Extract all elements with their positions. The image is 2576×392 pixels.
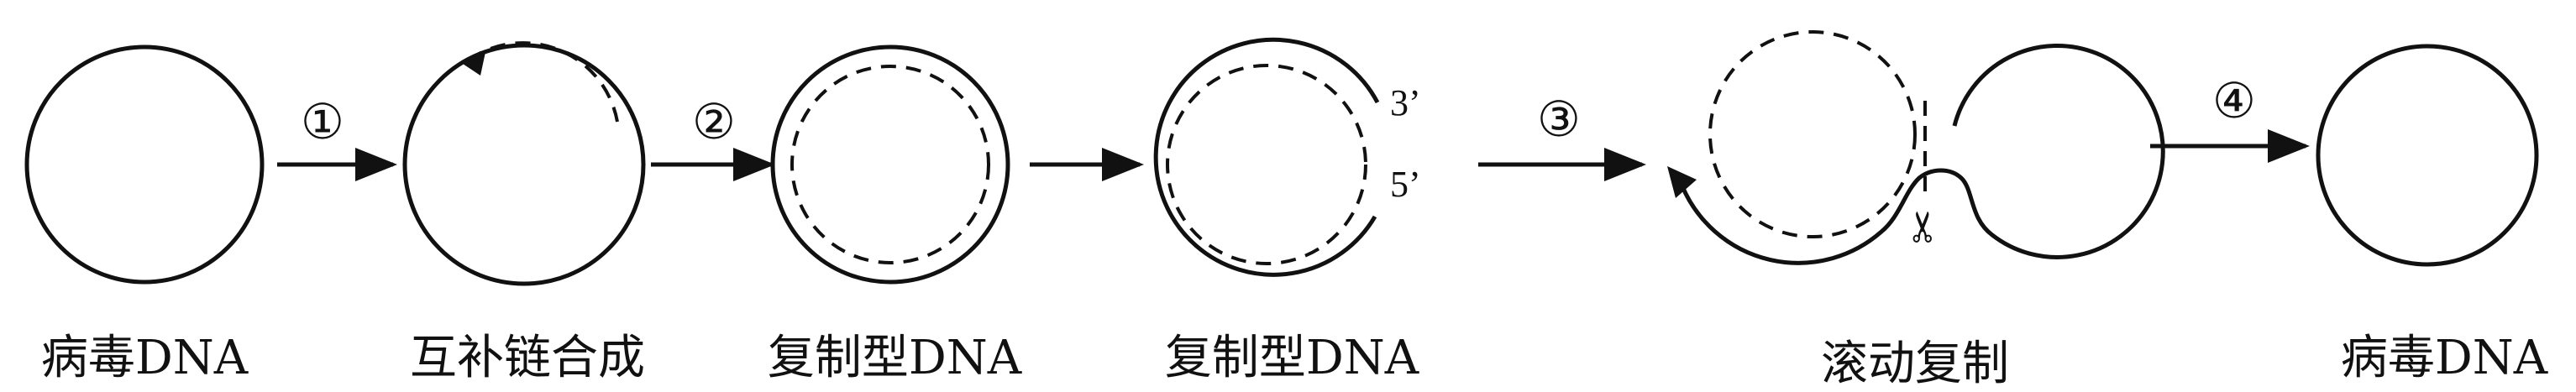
stage-rolling-replication: ✂: [1667, 30, 2165, 265]
caption-stage-2: 互补链合成: [410, 331, 645, 385]
stage-viral-dna-final: [2316, 44, 2539, 267]
template-dashed-circle: [1708, 30, 1917, 238]
stage-complementary-synthesis: [402, 41, 646, 286]
stage-replicative-form-nicked: 3’ 5’: [1153, 37, 1421, 277]
step-4-label: ④: [2212, 72, 2256, 129]
scissors-icon: ✂: [1899, 209, 1948, 244]
step-1-label: ①: [301, 93, 344, 150]
new-strand-dashed-arc: [469, 41, 619, 123]
displaced-strand-arrowhead: [1667, 166, 1697, 198]
caption-stage-6: 病毒DNA: [2341, 331, 2548, 385]
caption-stage-3: 复制型DNA: [768, 331, 1022, 385]
caption-stage-5: 滚动复制: [1821, 337, 2009, 391]
stage-replicative-form-1: [770, 44, 1010, 285]
stage-viral-dna: [24, 44, 265, 285]
step-2-label: ②: [692, 93, 736, 150]
step-arrow-4: ④: [2150, 72, 2310, 163]
step-3-label: ③: [1537, 91, 1581, 148]
step-arrow-2: ②: [651, 93, 775, 181]
displaced-strand: [1680, 43, 2165, 265]
step-arrow-3: ③: [1478, 91, 1646, 181]
step-arrow-1: ①: [277, 93, 397, 181]
new-strand-arrowhead: [460, 52, 485, 76]
three-prime-label: 3’: [1390, 82, 1421, 123]
five-prime-label: 5’: [1390, 164, 1421, 205]
caption-stage-1: 病毒DNA: [41, 331, 249, 385]
caption-stage-4: 复制型DNA: [1165, 331, 1419, 385]
